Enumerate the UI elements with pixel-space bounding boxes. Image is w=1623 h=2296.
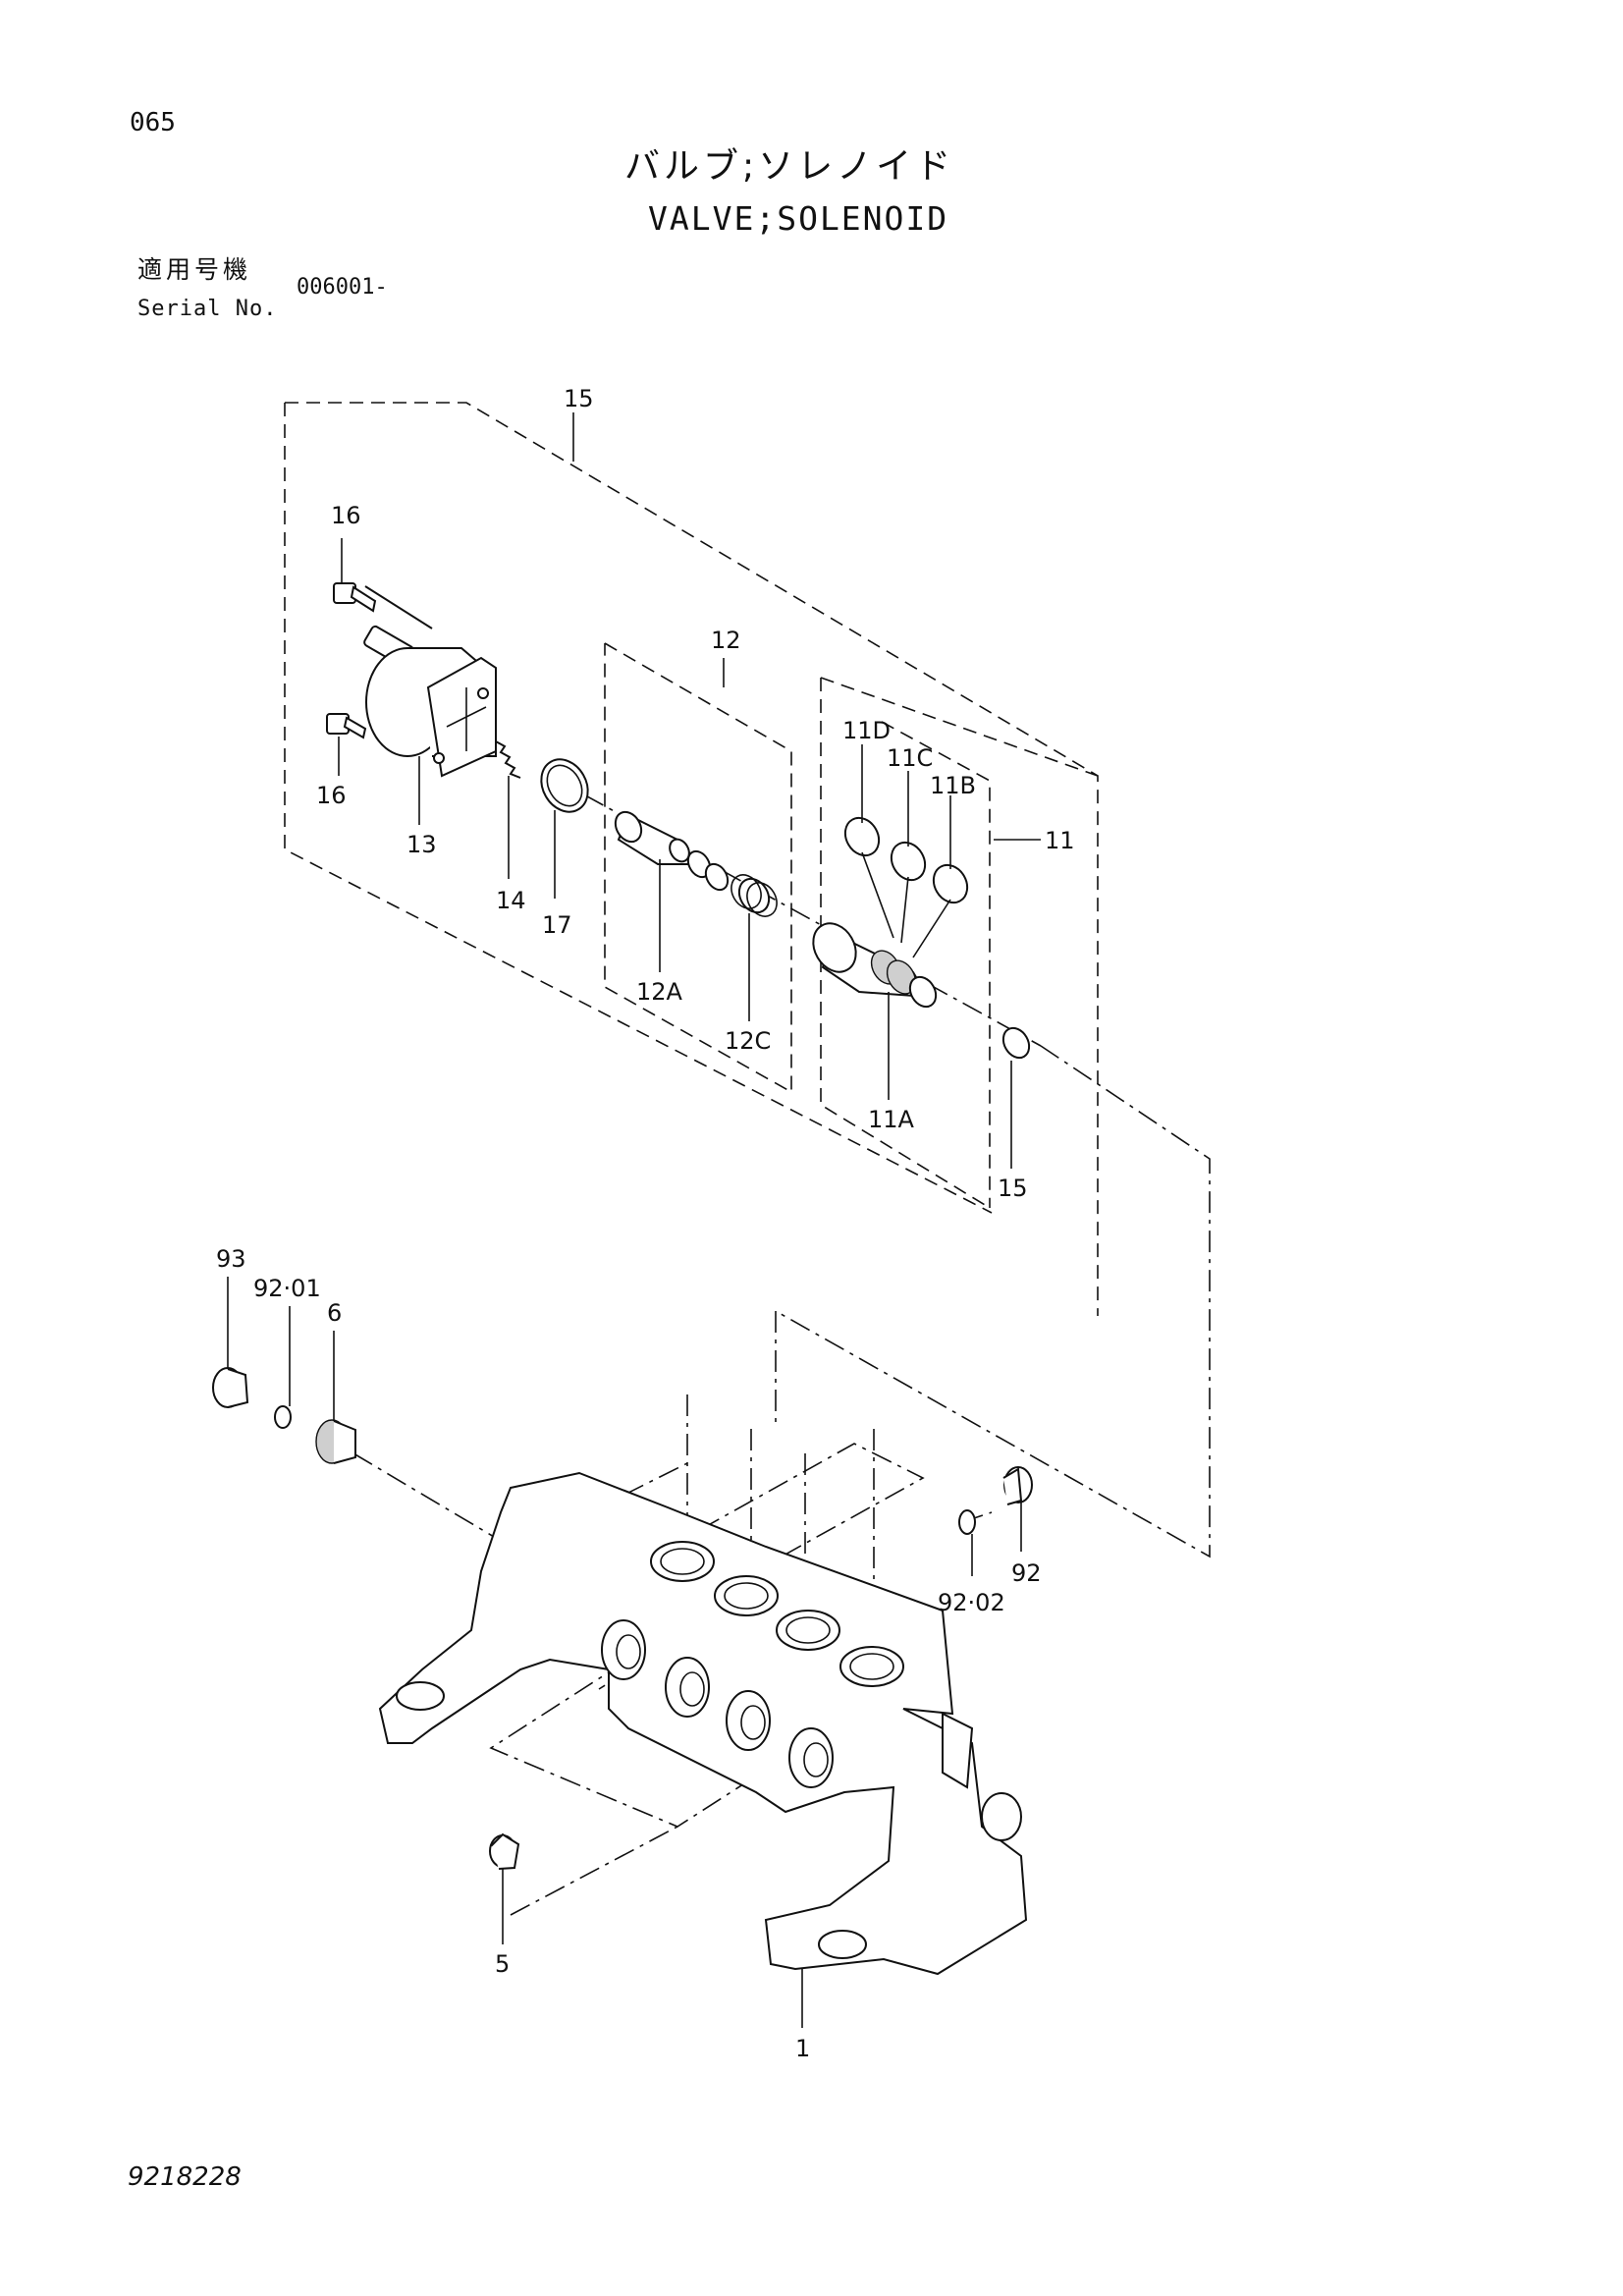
bolt-16-lower [326, 713, 367, 739]
sleeve-11a [812, 922, 938, 1009]
callout-5: 5 [495, 1950, 510, 1978]
plug-93 [212, 1367, 249, 1408]
callout-14: 14 [496, 887, 526, 914]
group-15-outline [284, 402, 1099, 1316]
callout-labels: 15 16 16 13 14 17 12 12A 12C 11D 11C 11B… [216, 385, 1075, 2062]
plug-5 [489, 1832, 520, 1870]
callout-17: 17 [542, 911, 572, 939]
leader-lines [227, 412, 1041, 2028]
callout-11d: 11D [842, 717, 891, 744]
o-ring-11b [932, 863, 969, 904]
o-ring-17 [540, 758, 589, 813]
spring-14 [495, 740, 521, 779]
serial-number-range: 006001- [297, 275, 388, 300]
callout-12c: 12C [725, 1027, 771, 1055]
solenoid-coil [363, 585, 497, 778]
page-title-japanese: バルブ;ソレノイド [624, 146, 955, 187]
callout-12: 12 [711, 627, 741, 654]
callout-11: 11 [1045, 827, 1075, 854]
callout-6: 6 [327, 1299, 342, 1327]
callout-11b: 11B [930, 772, 976, 799]
callout-93: 93 [216, 1245, 246, 1273]
ring-pair-12 [686, 849, 730, 892]
o-ring-11d [843, 816, 881, 857]
callout-13: 13 [406, 831, 437, 858]
callout-92: 92 [1011, 1559, 1042, 1587]
serial-label-english: Serial No. [137, 297, 278, 321]
callout-16-upper: 16 [331, 502, 361, 529]
o-ring-11c [890, 841, 927, 882]
callout-16-lower: 16 [316, 782, 347, 809]
callout-15-top: 15 [564, 385, 594, 412]
o-ring-92-01 [274, 1405, 292, 1429]
o-ring-92-02 [958, 1509, 976, 1535]
callout-15-bottom: 15 [998, 1175, 1028, 1202]
document-number: 9218228 [128, 2162, 242, 2192]
spring-12c [730, 874, 778, 917]
plug-6 [315, 1419, 356, 1464]
callout-12a: 12A [636, 978, 683, 1006]
page-number: 065 [130, 108, 176, 137]
spool-12a [614, 810, 694, 865]
callout-11a: 11A [868, 1106, 915, 1133]
page-title-english: VALVE;SOLENOID [648, 199, 949, 238]
valve-body [378, 1471, 1028, 1976]
callout-11c: 11C [887, 744, 933, 772]
group-11-outline [820, 677, 1099, 1209]
callout-92-01: 92·01 [253, 1275, 321, 1302]
callout-92-02: 92·02 [938, 1589, 1005, 1616]
bolt-16-upper [333, 582, 377, 613]
serial-label-japanese: 適用号機 [137, 255, 252, 284]
o-ring-15-small [1001, 1026, 1031, 1060]
callout-1: 1 [795, 2035, 810, 2062]
plug-92 [1002, 1466, 1033, 1505]
